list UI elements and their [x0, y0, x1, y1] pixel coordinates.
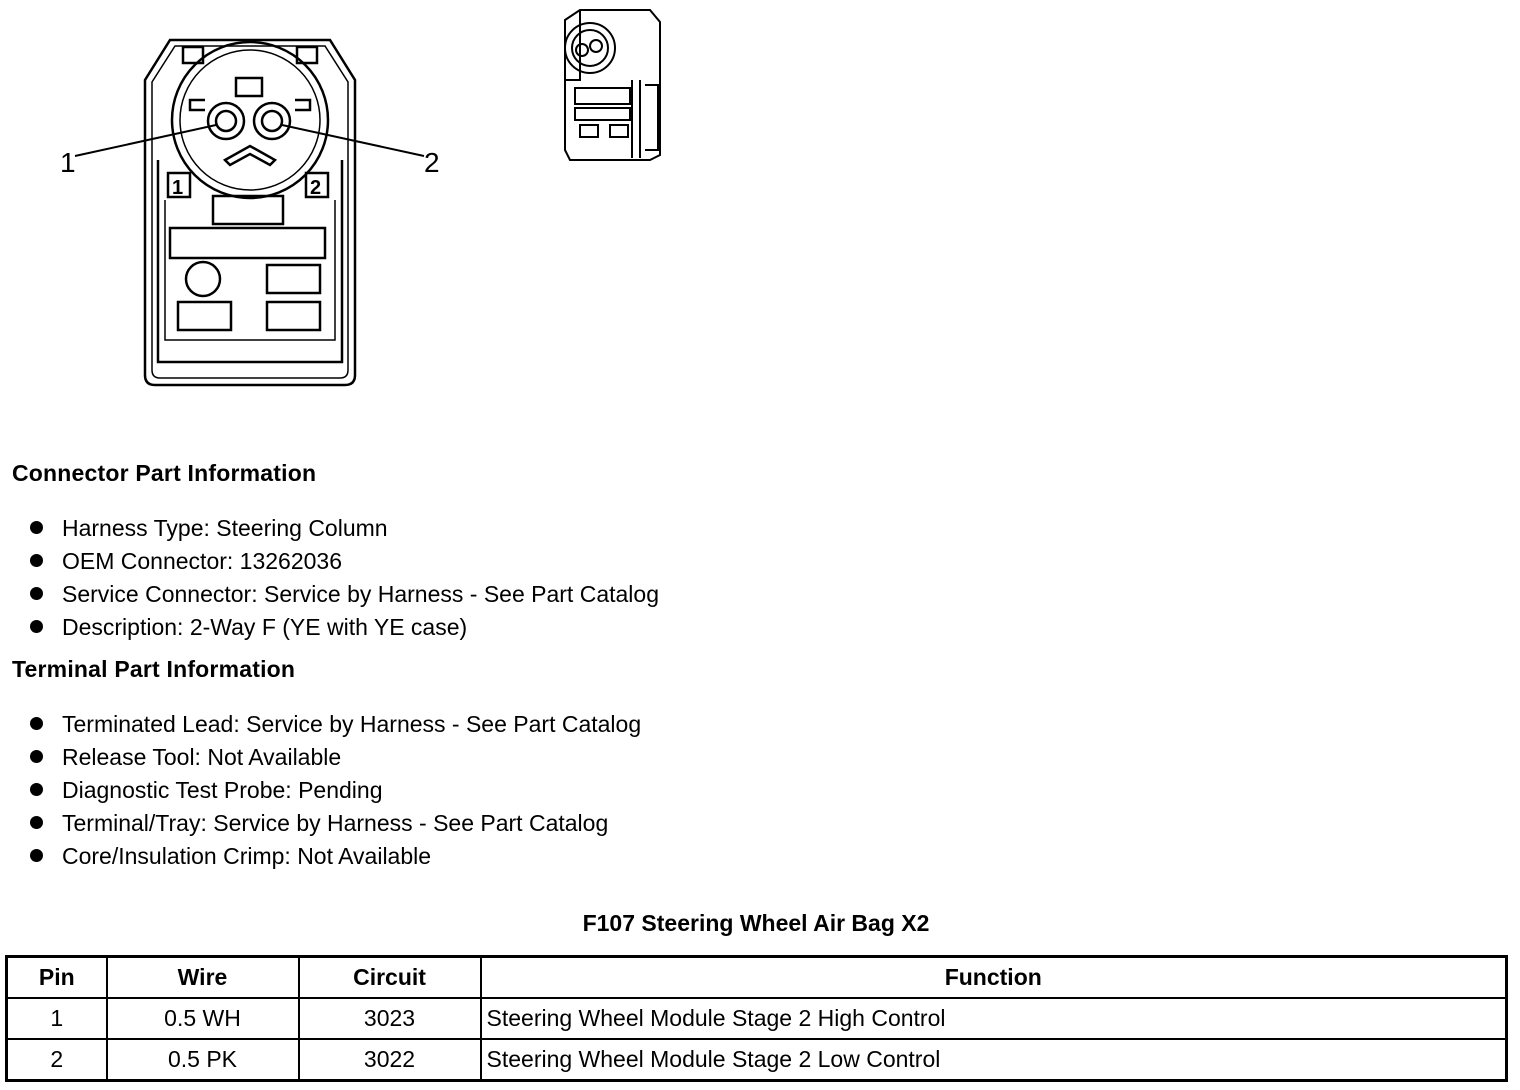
table-header-row: Pin Wire Circuit Function — [5, 955, 1508, 999]
cell-wire: 0.5 PK — [105, 1038, 300, 1082]
bullet-icon — [30, 587, 43, 601]
bullet-icon — [30, 750, 43, 764]
column-header-wire: Wire — [105, 955, 300, 999]
cell-function: Steering Wheel Module Stage 2 Low Contro… — [479, 1038, 1508, 1082]
list-item: Terminal/Tray: Service by Harness - See … — [30, 807, 641, 840]
column-header-pin: Pin — [5, 955, 108, 999]
bullet-icon — [30, 849, 43, 863]
list-item: Description: 2-Way F (YE with YE case) — [30, 611, 659, 644]
connector-isometric-view — [564, 9, 661, 161]
terminal-info-heading: Terminal Part Information — [12, 656, 296, 682]
connector-info-heading: Connector Part Information — [12, 460, 317, 486]
cell-pin: 2 — [5, 1038, 108, 1082]
connector-info-list: Harness Type: Steering Column OEM Connec… — [30, 512, 659, 644]
cavity-label-2: 2 — [310, 177, 321, 199]
list-item: OEM Connector: 13262036 — [30, 545, 659, 578]
bullet-icon — [30, 554, 43, 568]
cell-circuit: 3022 — [297, 1038, 482, 1082]
bullet-icon — [30, 816, 43, 830]
list-item: Diagnostic Test Probe: Pending — [30, 774, 641, 807]
bullet-icon — [30, 783, 43, 797]
connector-face-diagram: 1 2 1 2 — [60, 9, 661, 387]
column-header-function: Function — [479, 955, 1508, 999]
terminal-info-list: Terminated Lead: Service by Harness - Se… — [30, 708, 641, 873]
cavity-label-1: 1 — [172, 177, 183, 199]
list-item: Core/Insulation Crimp: Not Available — [30, 840, 641, 873]
bullet-icon — [30, 521, 43, 535]
pin-table-title: F107 Steering Wheel Air Bag X2 — [582, 910, 930, 936]
table-row: 2 0.5 PK 3022 Steering Wheel Module Stag… — [5, 1038, 1508, 1082]
pin-table: Pin Wire Circuit Function 1 0.5 WH 3023 … — [5, 955, 1508, 1082]
list-item: Terminated Lead: Service by Harness - Se… — [30, 708, 641, 741]
cell-function: Steering Wheel Module Stage 2 High Contr… — [479, 997, 1508, 1040]
cell-circuit: 3023 — [297, 997, 482, 1040]
callout-2: 2 — [424, 147, 440, 178]
bullet-icon — [30, 620, 43, 634]
list-item: Service Connector: Service by Harness - … — [30, 578, 659, 611]
callout-1: 1 — [60, 147, 76, 178]
list-item: Harness Type: Steering Column — [30, 512, 659, 545]
bullet-icon — [30, 717, 43, 731]
table-row: 1 0.5 WH 3023 Steering Wheel Module Stag… — [5, 997, 1508, 1040]
cell-wire: 0.5 WH — [105, 997, 300, 1040]
column-header-circuit: Circuit — [297, 955, 482, 999]
cell-pin: 1 — [5, 997, 108, 1040]
list-item: Release Tool: Not Available — [30, 741, 641, 774]
